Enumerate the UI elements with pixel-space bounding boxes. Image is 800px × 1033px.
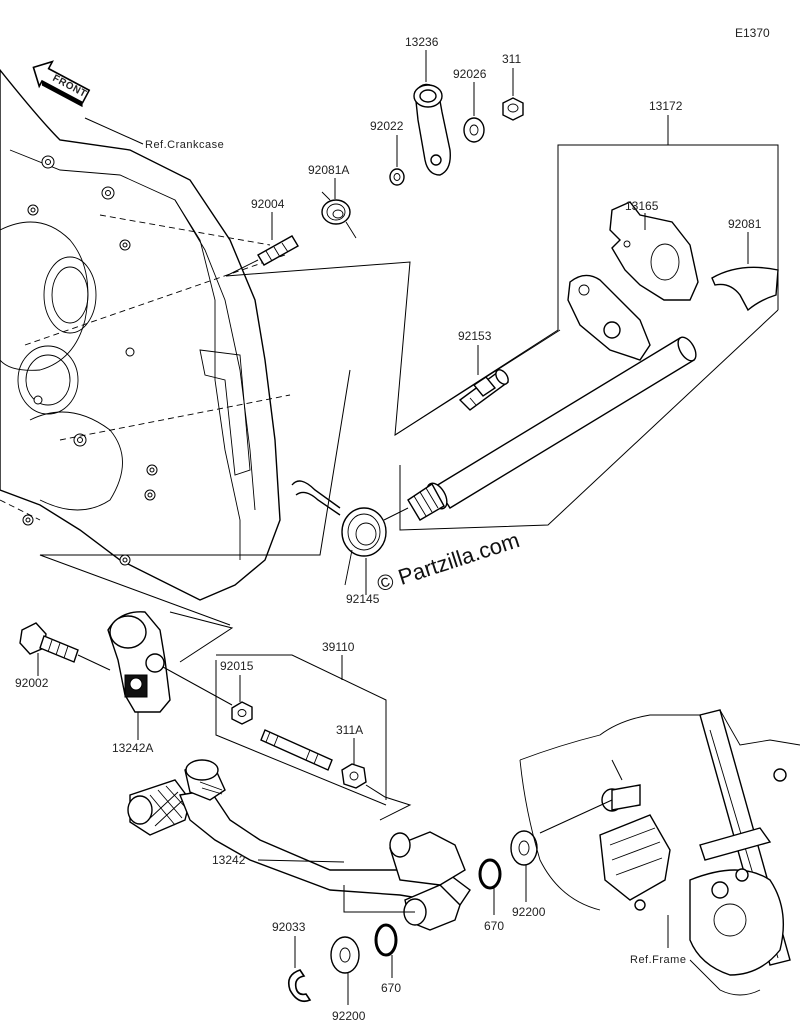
label-92004: 92004 [251,197,285,211]
label-13236: 13236 [405,35,439,49]
o-ring-670-lower [374,923,398,957]
label-13172: 13172 [649,99,683,113]
label-92200-lower: 92200 [332,1009,366,1023]
nut-92015 [231,701,253,725]
bolt-92002 [19,622,79,663]
label-92145: 92145 [346,592,380,606]
label-92081: 92081 [728,217,762,231]
washer-92026 [463,117,485,143]
crankcase-illustration [0,68,291,601]
nut-311A [341,763,367,789]
lever-clamp-13242A [107,611,171,713]
bolt-92153 [458,369,510,411]
washer-92200-upper [510,830,538,866]
label-13242A: 13242A [112,741,153,755]
circlip-92033 [287,969,312,1003]
washer-92022 [389,168,405,186]
label-13165: 13165 [625,199,659,213]
diagram-code: E1370 [735,26,770,40]
spring-clip-92081 [711,266,779,312]
shift-arm-13236 [413,83,451,176]
ref-frame-label: Ref.Frame [630,954,686,966]
nut-311 [502,97,524,121]
front-arrow-icon [32,60,91,108]
label-13242: 13242 [212,853,246,867]
label-670-lower: 670 [381,981,401,995]
o-ring-670-upper [478,858,502,890]
label-39110: 39110 [322,640,355,654]
plate-13165 [609,201,699,301]
label-92022: 92022 [370,119,404,133]
frame-illustration [519,709,800,996]
tie-rod [260,729,333,771]
label-92002: 92002 [15,676,49,690]
label-92026: 92026 [453,67,487,81]
ref-crankcase-label: Ref.Crankcase [145,139,224,151]
label-311A: 311A [336,723,363,737]
label-92153: 92153 [458,329,492,343]
shift-shaft [407,274,697,521]
return-spring-92145 [291,480,409,586]
shift-lever-13242 [127,759,471,931]
watermark: © Partzilla.com [374,527,523,597]
label-92033: 92033 [272,920,306,934]
label-92200-upper: 92200 [512,905,546,919]
stud-92004 [225,235,299,277]
label-670-upper: 670 [484,919,504,933]
spring-92081A [321,191,357,239]
label-92015: 92015 [220,659,254,673]
label-311: 311 [502,52,521,66]
washer-92200-lower [330,936,360,974]
label-92081A: 92081A [308,163,349,177]
